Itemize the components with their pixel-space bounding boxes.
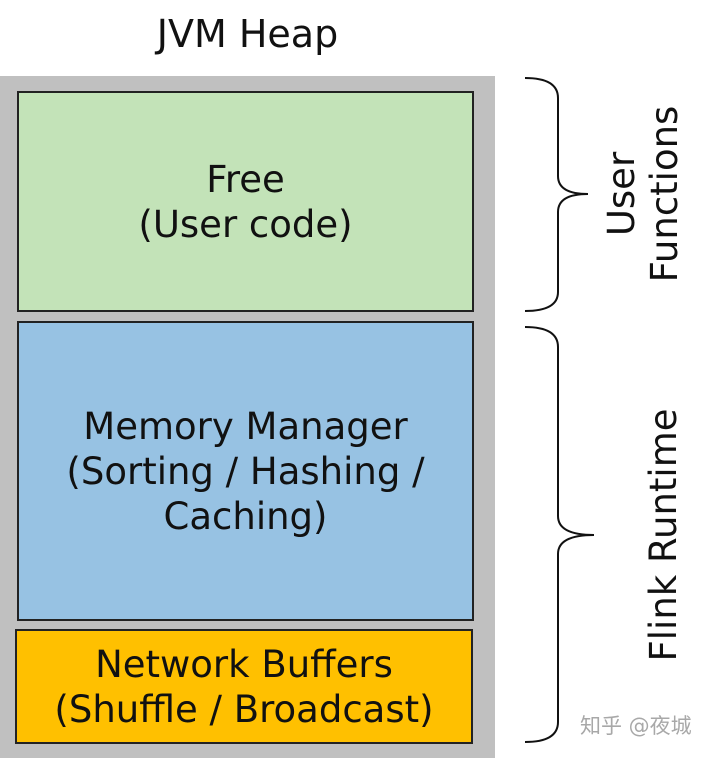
flink-runtime-label: Flink Runtime [641,375,685,695]
diagram-title: JVM Heap [156,12,339,56]
free-block-label: Free [206,157,285,201]
memory-manager-sublabel-1: (Sorting / Hashing / [66,449,425,493]
network-buffers-label: Network Buffers [95,642,393,686]
user-functions-label: User Functions [598,105,688,283]
network-buffers-sublabel: (Shuffle / Broadcast) [54,687,434,731]
free-user-code-block: Free (User code) [17,91,474,312]
memory-manager-block: Memory Manager (Sorting / Hashing / Cach… [17,321,474,621]
flink-runtime-label-text: Flink Runtime [641,408,685,662]
user-functions-label-line1: User [600,151,643,237]
memory-manager-label: Memory Manager [83,404,408,448]
memory-manager-sublabel-2: Caching) [163,494,328,538]
free-block-sublabel: (User code) [138,202,353,246]
user-functions-brace-icon [524,77,589,312]
watermark: 知乎 @夜城 [580,714,692,738]
flink-runtime-brace-icon [524,326,595,743]
user-functions-label-line2: Functions [643,105,686,283]
network-buffers-block: Network Buffers (Shuffle / Broadcast) [15,629,473,744]
brackets-graphic [524,77,595,743]
